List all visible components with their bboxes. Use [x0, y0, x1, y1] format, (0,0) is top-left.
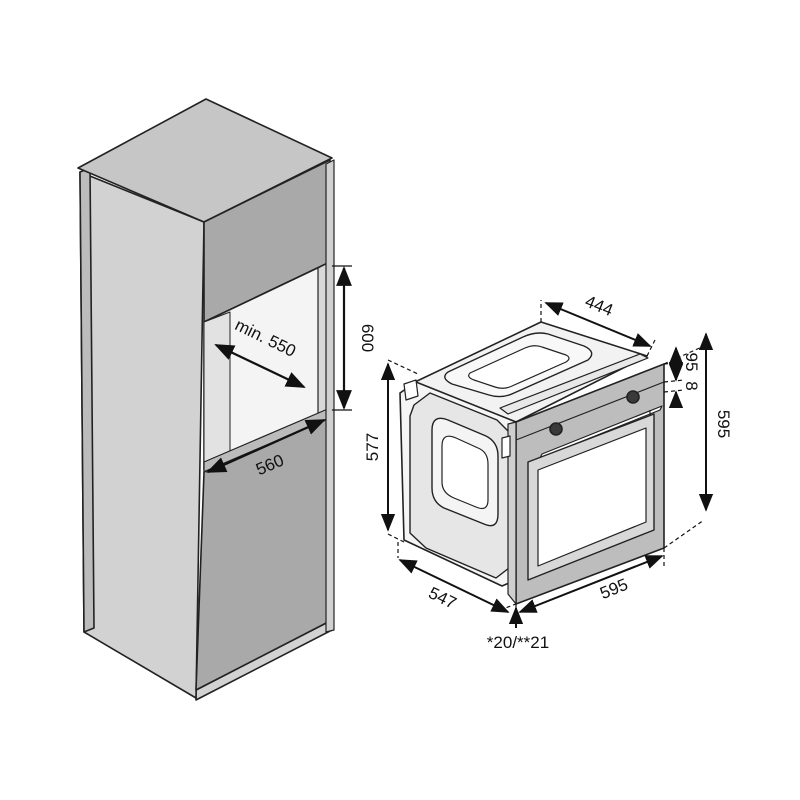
oven-top-depth-arrow: [544, 302, 652, 347]
panel-offset-label: 8: [682, 381, 701, 390]
niche-width-arrow: [206, 418, 326, 474]
oven-top-depth-label: 444: [582, 292, 615, 320]
oven-top-front-lip: [499, 353, 649, 415]
oven-height-dimension: 595: [698, 332, 733, 512]
cabinet-top: [77, 98, 333, 223]
oven-top-emboss-inner: [468, 345, 570, 389]
cabinet-side-panel: [79, 171, 205, 699]
oven-side-emboss-inner: [441, 435, 489, 510]
tall-cabinet: [77, 98, 335, 701]
panel-offset-dimension: 8: [668, 363, 701, 409]
oven-width-dimension: 595: [518, 555, 664, 613]
oven-body-height-label: 577: [363, 433, 382, 461]
door-handle: [539, 405, 663, 459]
front-offset-dimension: *20/**21: [487, 606, 549, 652]
panel-height-label: 95: [682, 353, 701, 372]
left-knob: [549, 422, 563, 436]
oven-width-arrow: [518, 555, 664, 613]
oven-body-depth-label: 547: [425, 583, 459, 613]
oven: [399, 321, 665, 605]
oven-body-height-dimension: 577: [363, 362, 396, 532]
niche-depth-arrow: [214, 344, 306, 388]
mounting-bracket-side: [501, 435, 511, 459]
front-offset-label: *20/**21: [487, 633, 549, 652]
right-knob: [626, 390, 640, 404]
mounting-bracket-top: [403, 379, 419, 401]
niche-inner-wall: [203, 311, 231, 471]
oven-height-label: 595: [714, 410, 733, 438]
niche-height-label: 600: [358, 324, 377, 352]
door-window-glass: [537, 427, 647, 567]
cabinet-right-edge: [325, 159, 335, 633]
cabinet-height-dimension: 600: [332, 265, 377, 411]
oven-control-panel-divider: [515, 381, 665, 441]
oven-body-depth-arrow: [398, 559, 510, 613]
